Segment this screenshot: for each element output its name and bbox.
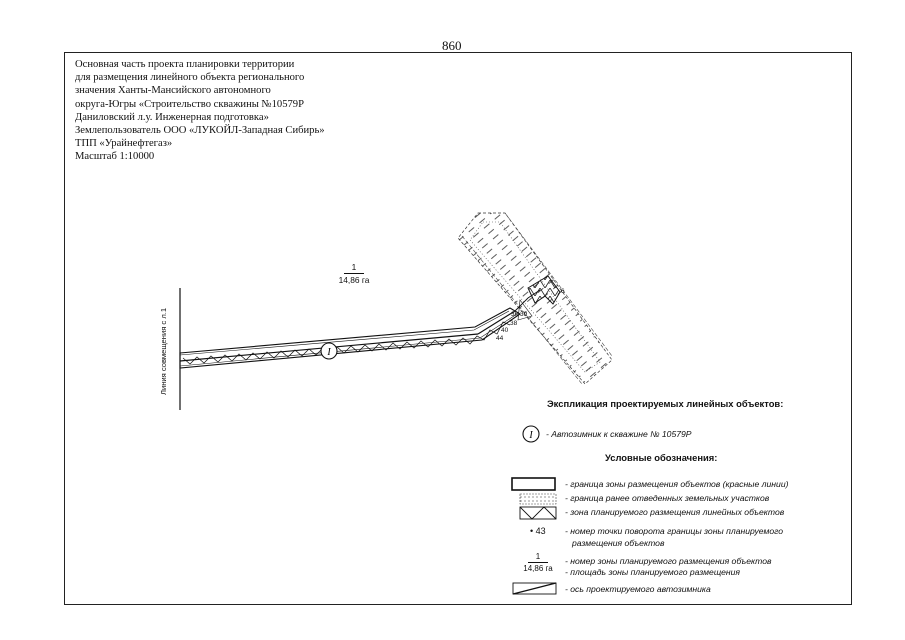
legend-fraction-area: 14,86 га bbox=[523, 564, 553, 573]
legend-text-hatched-zone: - зона планируемого размещения линейных … bbox=[565, 507, 785, 517]
point-label: 36 bbox=[511, 311, 519, 318]
point-label: 38 bbox=[510, 320, 518, 327]
legend-text-dotted-area: - граница ранее отведенных земельных уча… bbox=[565, 493, 770, 503]
title-block: Основная часть проекта планировки террит… bbox=[75, 58, 395, 164]
legend-symbol-fraction: 1 14,86 га bbox=[518, 552, 558, 573]
title-line: Даниловский л.у. Инженерная подготовка» bbox=[75, 111, 269, 123]
legend-text-road-axis: - ось проектируемого автозимника bbox=[565, 584, 711, 594]
title-line: округа-Югры «Строительство скважины №105… bbox=[75, 98, 304, 110]
title-line: Основная часть проекта планировки террит… bbox=[75, 59, 295, 70]
road-marker-circle bbox=[320, 342, 338, 360]
well-pad bbox=[514, 275, 561, 321]
legend-symbol-hatched-zone bbox=[519, 506, 557, 520]
legend-text-point-2: размещения объектов bbox=[572, 538, 665, 548]
title-line: ТПП «Урайнефтегаз» bbox=[75, 138, 173, 150]
scale-line: Масштаб 1:10000 bbox=[75, 151, 155, 163]
legend-symbol-red-boundary bbox=[511, 477, 556, 491]
legend-text-point: - номер точки поворота границы зоны план… bbox=[565, 526, 784, 536]
explication-marker-label: I bbox=[528, 430, 533, 441]
title-line: Землепользователь ООО «ЛУКОЙЛ-Западная С… bbox=[75, 125, 325, 137]
road-marker-label: I bbox=[326, 347, 331, 358]
point-label: 40 bbox=[501, 327, 509, 334]
explication-marker-circle bbox=[522, 425, 540, 443]
title-line: значения Ханты-Мансийского автономного bbox=[75, 85, 271, 97]
legend-text-red-boundary: - граница зоны размещения объектов (крас… bbox=[565, 479, 789, 489]
point-label: 6 bbox=[561, 288, 565, 295]
legend-heading: Условные обозначения: bbox=[605, 452, 718, 463]
explication-heading: Экспликация проектируемых линейных объек… bbox=[547, 398, 784, 409]
point-label: 44 bbox=[496, 335, 504, 342]
map-frame bbox=[64, 52, 852, 605]
page-number: 860 bbox=[442, 38, 462, 53]
legend-fraction-num: 1 bbox=[528, 552, 548, 563]
zone-number: 1 bbox=[344, 262, 364, 274]
legend-text-fraction-2: - площадь зоны планируемого размещения bbox=[565, 567, 741, 577]
alignment-line-label: Линия совмещения с л.1 bbox=[159, 307, 168, 395]
zone-area: 14,86 га bbox=[338, 275, 370, 285]
point-label: 39 bbox=[520, 311, 528, 318]
explication-item: - Автозимник к скважине № 10579Р bbox=[546, 429, 692, 439]
legend-symbol-dotted-area bbox=[519, 493, 557, 505]
title-line: для размещения линейного объекта региона… bbox=[75, 72, 305, 84]
legend-symbol-point: • 43 bbox=[530, 526, 546, 536]
legend-symbol-road-axis bbox=[512, 582, 557, 595]
zone-label-map: 1 14,86 га bbox=[334, 262, 374, 285]
planned-road-zone bbox=[179, 307, 522, 369]
legend-text-fraction: - номер зоны планируемого размещения объ… bbox=[565, 556, 772, 566]
